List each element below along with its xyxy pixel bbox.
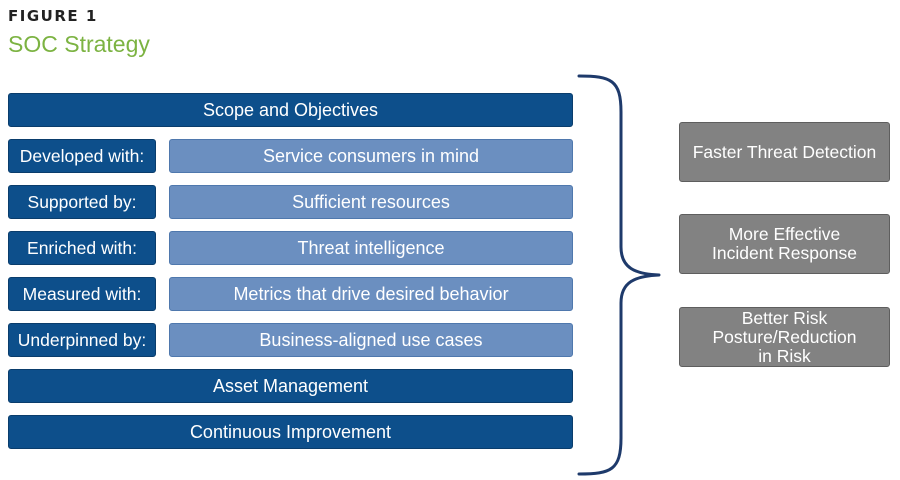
asset-management-box: Asset Management (8, 369, 573, 403)
outcome-text-line-1: More Effective (728, 224, 841, 244)
figure-label: FIGURE 1 (8, 7, 98, 25)
measured-with-label: Measured with: (8, 277, 156, 311)
curly-brace (577, 74, 661, 476)
underpinned-by-value: Business-aligned use cases (169, 323, 573, 357)
developed-with-label: Developed with: (8, 139, 156, 173)
supported-by-label: Supported by: (8, 185, 156, 219)
enriched-with-value: Threat intelligence (169, 231, 573, 265)
scope-objectives-box: Scope and Objectives (8, 93, 573, 127)
developed-with-value: Service consumers in mind (169, 139, 573, 173)
outcome-text-line-2: Posture/Reduction (712, 326, 857, 347)
supported-by-value: Sufficient resources (169, 185, 573, 219)
underpinned-by-label: Underpinned by: (8, 323, 156, 357)
outcome-risk-posture: Better Risk Posture/Reduction in Risk (679, 307, 890, 367)
outcome-text: Faster Threat Detection (692, 141, 877, 162)
continuous-improvement-box: Continuous Improvement (8, 415, 573, 449)
figure-title: SOC Strategy (8, 31, 150, 57)
outcome-text-line-1: Better Risk (741, 307, 828, 328)
outcome-faster-threat-detection: Faster Threat Detection (679, 122, 890, 182)
measured-with-value: Metrics that drive desired behavior (169, 277, 573, 311)
outcome-text-line-3: in Risk (758, 345, 811, 366)
enriched-with-label: Enriched with: (8, 231, 156, 265)
outcome-text-line-2: Incident Response (712, 243, 857, 263)
outcome-incident-response: More Effective Incident Response (679, 214, 890, 274)
